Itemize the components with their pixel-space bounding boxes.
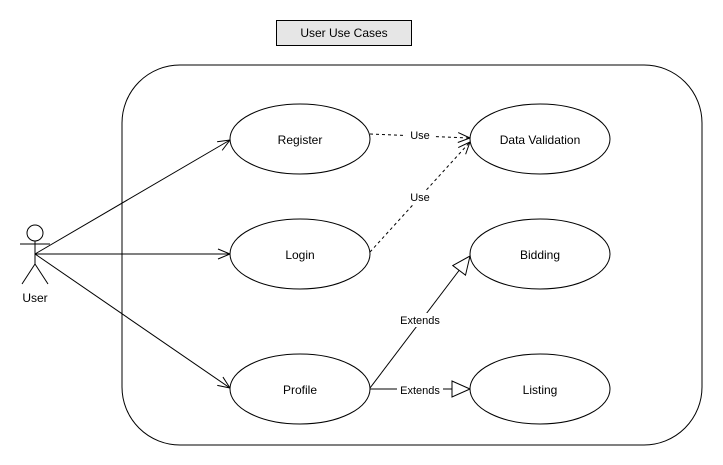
- use-case-login-label: Login: [285, 248, 314, 262]
- use-case-listing: [469, 353, 611, 425]
- use-case-register-label: Register: [278, 133, 323, 147]
- extends-label-listing: Extends: [400, 385, 440, 397]
- use-case-bidding-label: Bidding: [520, 248, 560, 262]
- association-user-register: [34, 140, 230, 255]
- diagram-title-text: User Use Cases: [300, 26, 388, 40]
- use-label-register: Use: [410, 130, 430, 142]
- use-case-listing-label: Listing: [523, 383, 558, 397]
- use-case-profile: [229, 353, 371, 425]
- use-case-bidding: [469, 218, 611, 290]
- diagram-title: User Use Cases: [276, 20, 412, 46]
- use-case-register: [229, 103, 371, 175]
- association-user-profile: [34, 253, 230, 388]
- use-case-profile-label: Profile: [283, 383, 317, 397]
- actor-user-label: User: [22, 291, 47, 305]
- extends-label-bidding: Extends: [400, 315, 440, 327]
- use-case-data-validation-label: Data Validation: [500, 133, 581, 147]
- use-case-data-validation: [469, 103, 611, 175]
- use-case-login: [229, 218, 371, 290]
- use-label-login: Use: [410, 192, 430, 204]
- actor-user-icon: [20, 224, 50, 285]
